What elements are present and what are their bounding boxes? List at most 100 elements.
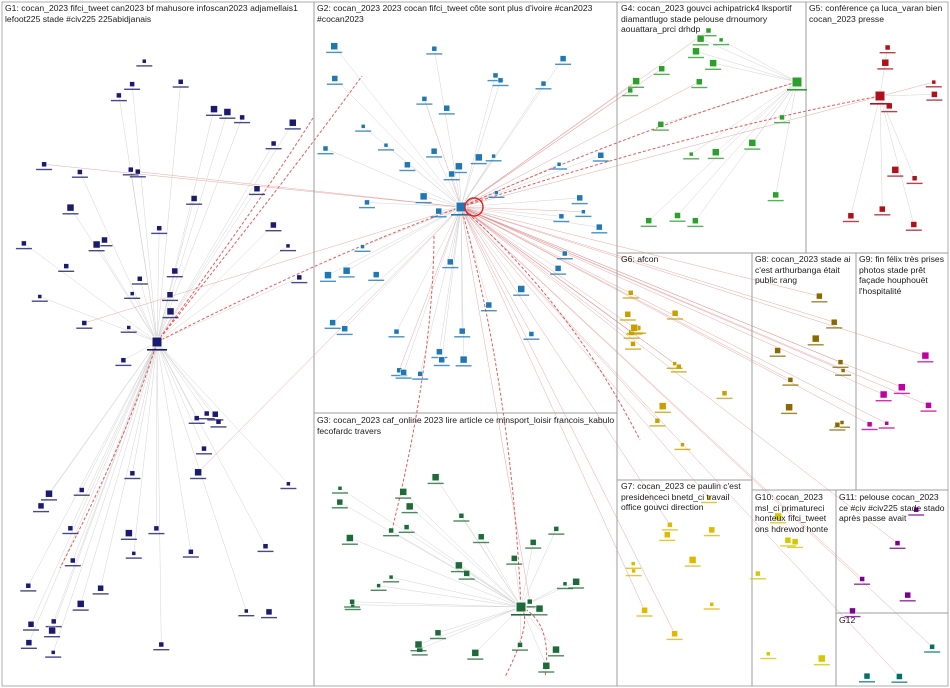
node-label-bar-218 — [899, 600, 916, 602]
node-g1-20 — [126, 325, 131, 330]
node-label-bar-94 — [368, 279, 385, 281]
node-label-bar-180 — [654, 411, 671, 413]
node-label-bar-144 — [700, 35, 717, 37]
node-label-bar-81 — [485, 160, 502, 162]
node-g8-193 — [811, 334, 820, 343]
node-label-bar-112 — [401, 511, 418, 514]
node-label-bar-187 — [703, 608, 720, 610]
edge-g3-113 — [514, 558, 522, 608]
node-label-bar-159 — [906, 182, 923, 185]
node-label-bar-129 — [458, 578, 475, 580]
node-label-bar-220 — [924, 651, 941, 653]
node-g1-59 — [129, 470, 136, 477]
node-label-bar-21 — [120, 538, 137, 540]
cross-edge-146 — [460, 81, 700, 208]
node-g3-111 — [458, 513, 465, 519]
hub-node-g5 — [874, 90, 886, 102]
node-label-bar-204 — [878, 427, 895, 429]
node-g5-159 — [911, 175, 918, 181]
cross-edge-50 — [84, 206, 462, 324]
node-g2-106 — [559, 55, 567, 62]
node-label-bar-140 — [653, 73, 670, 76]
hub-label-bar-g5 — [870, 103, 890, 105]
hub-node-g3 — [515, 601, 527, 613]
node-g2-99 — [558, 213, 565, 220]
edge-g1-7 — [156, 228, 160, 343]
edge-g1-46 — [28, 341, 158, 643]
group-label-g3: G3: cocan_2023 caf_online 2023 lire arti… — [317, 415, 615, 436]
node-label-bar-133 — [473, 541, 490, 544]
node-label-bar-110 — [538, 671, 555, 673]
node-g2-68 — [458, 327, 466, 335]
node-label-bar-79 — [426, 53, 443, 55]
node-label-bar-51 — [15, 247, 32, 250]
node-label-bar-47 — [148, 532, 165, 535]
node-g11-215 — [894, 540, 901, 546]
node-g2-91 — [576, 194, 583, 202]
edge-g2-73 — [439, 206, 462, 352]
node-label-bar-158 — [905, 229, 922, 231]
node-label-bar-92 — [592, 160, 609, 162]
node-label-bar-216 — [908, 514, 925, 516]
node-label-bar-22 — [124, 297, 141, 299]
node-g4-155 — [688, 151, 694, 157]
node-label-bar-103 — [395, 377, 412, 379]
node-g3-129 — [463, 570, 470, 577]
edge-g2-75 — [450, 206, 462, 262]
edge-g1-17 — [156, 277, 300, 343]
node-g1-52 — [66, 203, 75, 212]
node-label-bar-193 — [807, 344, 824, 346]
node-g8-192 — [837, 359, 844, 365]
node-g5-165 — [881, 58, 890, 67]
node-label-bar-217 — [844, 615, 861, 618]
node-g10-208 — [755, 570, 761, 577]
group-box-g4 — [616, 1, 807, 254]
edge-g3-117 — [520, 542, 534, 608]
node-label-bar-150 — [692, 44, 709, 46]
node-g1-0 — [265, 608, 273, 616]
edge-g2-84 — [460, 206, 559, 269]
node-g1-4 — [190, 195, 198, 202]
hub-label-bar-g4 — [787, 89, 807, 91]
node-g10-212 — [791, 538, 799, 545]
node-label-bar-5 — [45, 625, 62, 628]
node-label-bar-17 — [291, 281, 308, 284]
node-label-bar-214 — [854, 583, 871, 585]
node-label-bar-59 — [124, 477, 141, 480]
node-g2-76 — [528, 331, 535, 337]
strong-edge-0 — [156, 75, 363, 343]
node-g1-57 — [137, 276, 143, 282]
node-label-bar-48 — [234, 121, 251, 124]
node-g2-74 — [556, 162, 562, 167]
cross-edge-200 — [460, 206, 835, 323]
node-label-bar-88 — [492, 84, 509, 87]
edge-g2-92 — [460, 155, 601, 208]
node-g3-132 — [455, 561, 463, 570]
node-label-bar-154 — [628, 86, 645, 88]
node-label-bar-183 — [684, 565, 701, 567]
node-label-bar-97 — [535, 88, 552, 90]
node-g7-191 — [664, 531, 671, 538]
node-g1-55 — [177, 79, 184, 85]
node-label-bar-117 — [525, 547, 542, 549]
node-g1-37 — [131, 551, 137, 556]
node-g1-54 — [48, 626, 56, 635]
node-g10-209 — [774, 512, 782, 521]
node-label-bar-200 — [826, 327, 843, 329]
edge-g3-139 — [520, 528, 557, 608]
cross-edge-195 — [460, 206, 791, 381]
node-g3-118 — [336, 498, 344, 506]
edge-g2-93 — [362, 206, 462, 247]
node-g7-185 — [631, 568, 636, 574]
edge-g2-63 — [332, 206, 462, 323]
node-g1-12 — [135, 168, 141, 175]
hub-node-g4 — [791, 76, 803, 88]
node-g1-21 — [125, 529, 133, 537]
edge-g5-159 — [879, 95, 915, 179]
node-g3-133 — [477, 533, 485, 541]
node-label-bar-52 — [62, 213, 79, 215]
edge-g1-40 — [156, 188, 258, 343]
edge-g2-66 — [460, 206, 600, 228]
node-g4-150 — [696, 34, 705, 43]
node-g7-188 — [641, 607, 648, 614]
